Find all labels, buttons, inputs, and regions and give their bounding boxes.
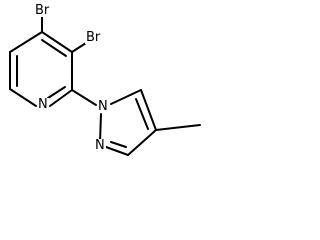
bond-c3-br: [71, 42, 87, 53]
bond-c3-n2-pz-inner: [110, 141, 127, 148]
bond-c3-c4: [41, 31, 73, 53]
bond-n2-n1-pz: [99, 113, 102, 143]
bond-c3-c4-inner: [41, 39, 67, 57]
bond-c4-c3-pz: [127, 129, 157, 156]
structure-diagram: Br Br N N N: [9, 3, 201, 156]
bond-c4-methyl: [155, 124, 201, 131]
pyrazole-nitrogen-2-label: N: [94, 138, 106, 153]
bond-c4-c5: [9, 31, 43, 53]
bond-c5-c4-pz: [140, 89, 157, 131]
bond-c6-n1: [9, 88, 37, 107]
bond-c5-c4-pz-inner: [135, 98, 149, 130]
bond-c2-npyrazole: [71, 89, 97, 106]
bond-n1-c5-pz: [110, 89, 142, 105]
bond-n1-c2-inner: [47, 86, 66, 99]
bond-n1-c2: [49, 89, 73, 107]
bond-drawing: [9, 16, 201, 156]
pyridine-nitrogen-label: N: [37, 97, 49, 112]
pyrazole-nitrogen-1-label: N: [97, 99, 109, 114]
bromine-atom-label-top: Br: [34, 3, 51, 18]
bond-c3-n2-pz: [105, 146, 129, 156]
bromine-atom-label-mid: Br: [85, 30, 102, 45]
